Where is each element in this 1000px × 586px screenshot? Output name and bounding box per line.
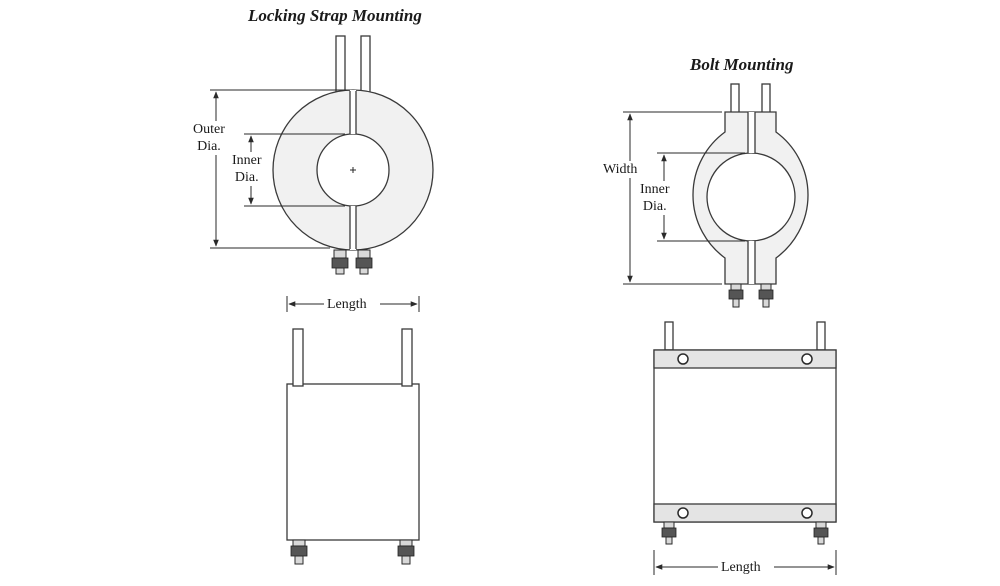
strap-side-lead-right (401, 328, 413, 387)
bolt-split-top (748, 112, 755, 153)
bolt-side-terminal-left (661, 521, 677, 545)
length-label-right: Length (721, 559, 761, 576)
strap-side-terminal-right (397, 539, 415, 565)
inner-dia-right-line2: Dia. (642, 199, 667, 214)
bolt-terminal-left (728, 283, 744, 308)
bolt-side-terminal-right (813, 521, 829, 545)
bolt-side-view (653, 321, 837, 575)
bolt-side-body (653, 349, 837, 523)
strap-terminal-left (331, 249, 349, 275)
outer-dia-label: Outer Dia. (193, 121, 225, 155)
strap-split-bottom (350, 206, 356, 250)
inner-dia-label: Inner Dia. (232, 152, 262, 186)
width-label: Width (603, 161, 638, 178)
inner-dia-line2: Dia. (234, 170, 259, 185)
strap-terminal-right (355, 249, 373, 275)
inner-dia-right-line1: Inner (640, 182, 670, 197)
bolt-side-bottom-flange (653, 503, 837, 523)
length-label-left: Length (327, 296, 367, 313)
bolt-hole-bottom-left (677, 507, 689, 519)
locking-strap-title: Locking Strap Mounting (248, 6, 422, 25)
bolt-hole-top-left (677, 353, 689, 365)
inner-dia-line1: Inner (232, 153, 262, 168)
strap-side-view (286, 296, 420, 565)
strap-lead-wire-left (335, 35, 346, 99)
bolt-lead-wire-right (761, 83, 771, 115)
outer-dia-line1: Outer (193, 122, 225, 137)
bolt-lead-wire-left (730, 83, 740, 115)
strap-split-top (350, 90, 356, 134)
inner-dia-label-right: Inner Dia. (640, 181, 670, 215)
outer-dia-line2: Dia. (197, 139, 221, 154)
strap-lead-wire-right (360, 35, 371, 99)
bolt-side-lead-right (816, 321, 826, 351)
strap-side-terminal-left (290, 539, 308, 565)
bolt-side-top-flange (653, 349, 837, 369)
bolt-hole-top-right (801, 353, 813, 365)
bolt-inner-bore (706, 152, 796, 242)
bolt-terminal-right (758, 283, 774, 308)
bolt-hole-bottom-right (801, 507, 813, 519)
strap-side-lead-left (292, 328, 304, 387)
strap-end-view (210, 35, 434, 275)
strap-side-body (286, 383, 420, 541)
bolt-side-lead-left (664, 321, 674, 351)
bolt-end-view (623, 83, 809, 308)
bolt-mounting-title: Bolt Mounting (690, 55, 794, 74)
bolt-split-bottom (748, 241, 755, 284)
